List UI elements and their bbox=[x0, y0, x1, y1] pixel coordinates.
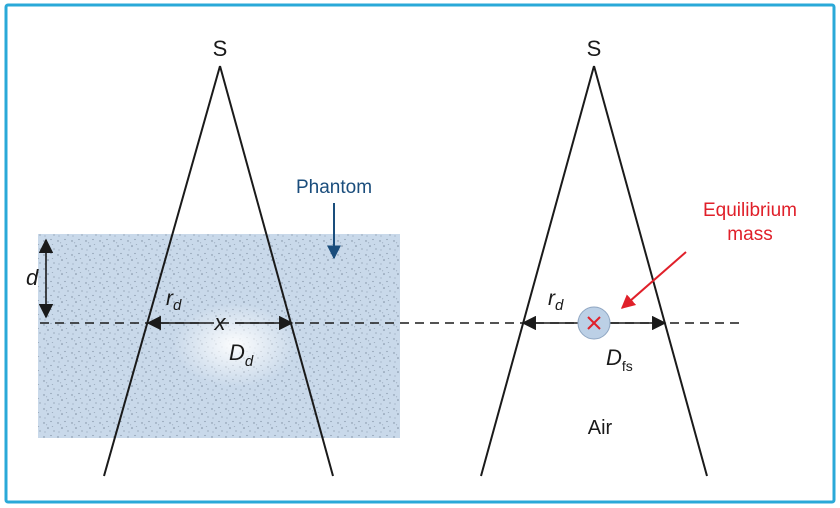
phantom-block bbox=[38, 234, 400, 438]
equilibrium-mass-center-mark bbox=[587, 316, 601, 330]
equilibrium-pointer-arrow bbox=[620, 251, 687, 309]
beam-edge-left-b bbox=[219, 65, 334, 477]
beam-edge-right-a bbox=[480, 65, 595, 477]
source-label-right: S bbox=[587, 36, 602, 61]
radius-label-left: rd bbox=[166, 287, 182, 314]
air-label: Air bbox=[588, 417, 613, 439]
dose-free-space-label: Dfs bbox=[606, 345, 633, 374]
depth-label: d bbox=[26, 265, 39, 290]
radius-label-right: rd bbox=[548, 287, 564, 314]
dose-depth-label: Dd bbox=[229, 340, 254, 370]
source-label-left: S bbox=[213, 36, 228, 61]
center-marker-label: x bbox=[214, 310, 227, 335]
equilibrium-label-line2: mass bbox=[727, 224, 772, 245]
beam-edge-left-a bbox=[103, 65, 221, 477]
beam-edge-right-b bbox=[593, 65, 708, 477]
phantom-label: Phantom bbox=[296, 177, 372, 198]
equilibrium-label-line1: Equilibrium bbox=[703, 200, 797, 221]
